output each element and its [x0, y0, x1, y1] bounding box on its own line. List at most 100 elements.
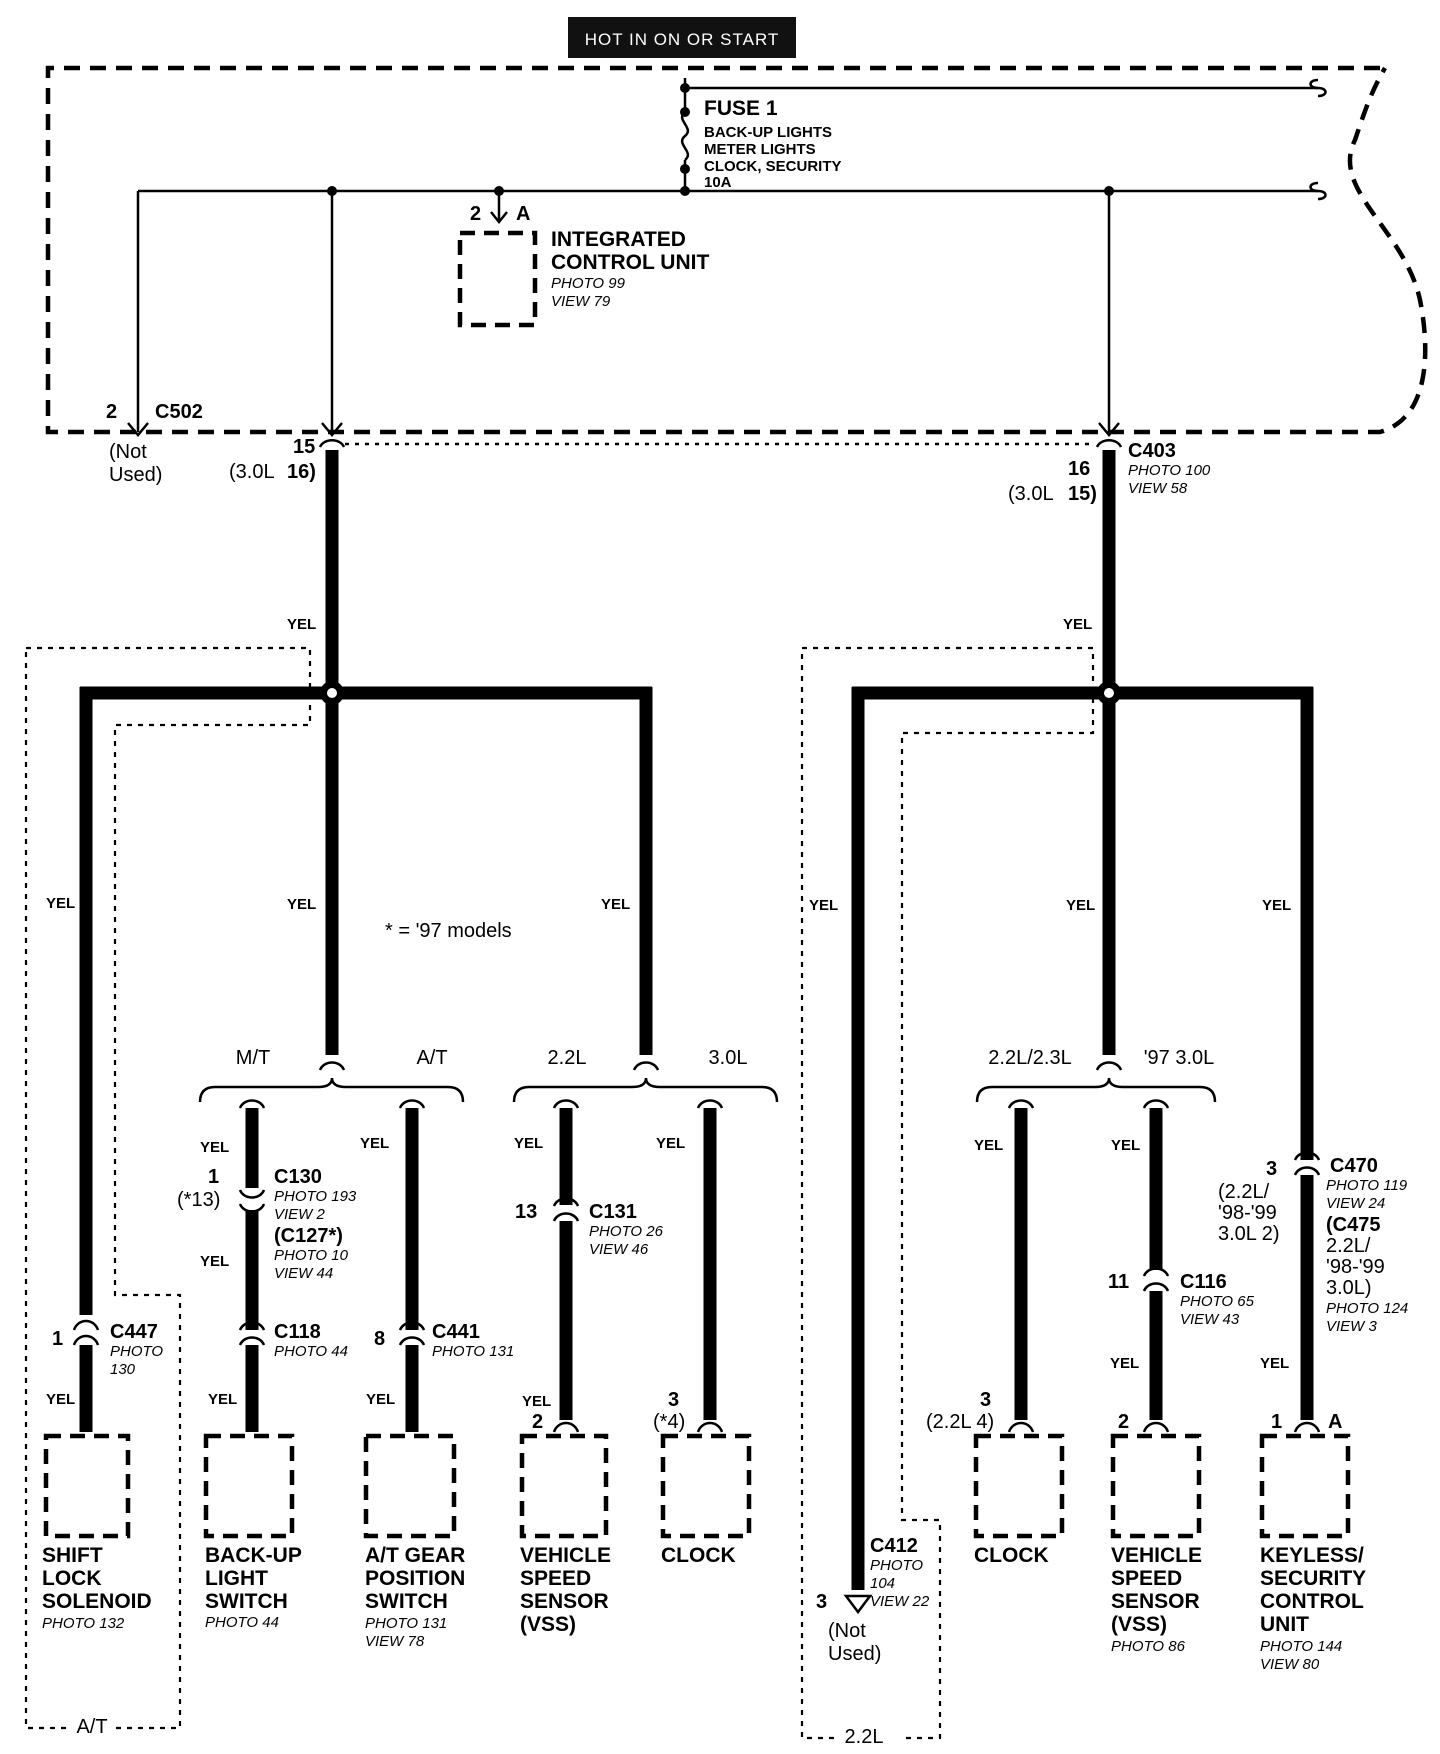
wire-color-label: YEL	[1260, 1355, 1289, 1372]
header-banner: HOT IN ON OR START	[568, 17, 796, 58]
fuse-rating: 10A	[704, 174, 732, 191]
keyless-pin: 1	[1271, 1411, 1282, 1433]
wire-color-label: YEL	[46, 1391, 75, 1408]
wire-color-label: YEL	[514, 1135, 543, 1152]
shift-lock-name-1: SHIFT	[42, 1544, 103, 1567]
c403-name: C403	[1128, 440, 1176, 462]
option-region-at-label: A/T	[76, 1716, 107, 1738]
clock2-pin: 3	[980, 1389, 991, 1411]
vss1-pin: 2	[532, 1411, 543, 1433]
c502-pin: 2	[106, 401, 117, 423]
icu-view: VIEW 79	[551, 293, 611, 310]
clock1-pin: 3	[668, 1389, 679, 1411]
fuse-box-outline	[45, 65, 1428, 435]
vss2-pin: 2	[1118, 1411, 1129, 1433]
wire-color-label: YEL	[1066, 897, 1095, 914]
c470-view: VIEW 24	[1326, 1195, 1385, 1212]
c412-pin: 3	[816, 1591, 827, 1613]
c118-photo: PHOTO 44	[274, 1343, 348, 1360]
backup-switch-photo: PHOTO 44	[205, 1614, 279, 1631]
clock2-alt-pin: (2.2L 4)	[926, 1411, 994, 1433]
vss-97-branch: YEL 11 C116 PHOTO 65 VIEW 43 YEL 2 VEHIC…	[1108, 1099, 1255, 1655]
wire-color-label: YEL	[656, 1135, 685, 1152]
c475-photo: PHOTO 124	[1326, 1300, 1408, 1317]
c118-name: C118	[274, 1321, 321, 1343]
c470-pin: 3	[1266, 1158, 1277, 1180]
at-gear-view: VIEW 78	[365, 1633, 425, 1650]
icu-pin: 2	[470, 203, 481, 225]
c116-view: VIEW 43	[1180, 1311, 1240, 1328]
wire-color-label: YEL	[1111, 1137, 1140, 1154]
c447-name: C447	[110, 1321, 158, 1343]
c412-note-2: Used)	[828, 1643, 881, 1665]
c127-photo: PHOTO 10	[274, 1247, 349, 1264]
left-trunk: 15 (3.0L 16) YEL	[229, 186, 1095, 688]
c131-view: VIEW 46	[589, 1241, 649, 1258]
right-splice	[851, 681, 1314, 1590]
connector-c403: 16 (3.0L 15) C403 PHOTO 100 VIEW 58 YEL	[1008, 186, 1211, 688]
shift-lock-name-2: LOCK	[42, 1567, 102, 1590]
keyless-photo: PHOTO 144	[1260, 1638, 1342, 1655]
wire-color-label: YEL	[360, 1135, 389, 1152]
vss2-photo: PHOTO 86	[1111, 1638, 1186, 1655]
fuse-name: FUSE 1	[704, 97, 778, 120]
c502-note-2: Used)	[109, 464, 162, 486]
c116-photo: PHOTO 65	[1180, 1293, 1255, 1310]
c130-pin: 1	[208, 1166, 219, 1188]
at-gear-name-3: SWITCH	[365, 1590, 448, 1613]
connector-c502: 2 C502 (Not Used)	[106, 191, 203, 486]
backup-switch-name-3: SWITCH	[205, 1590, 288, 1613]
fuse-circuit-1: BACK-UP LIGHTS	[704, 124, 832, 141]
keyless-name-3: CONTROL	[1260, 1590, 1364, 1613]
c130-view: VIEW 2	[274, 1206, 326, 1223]
wire-color-label: YEL	[366, 1391, 395, 1408]
at-gear-name-2: POSITION	[365, 1567, 465, 1590]
keyless-pin-letter: A	[1328, 1411, 1342, 1433]
wire-color-label: YEL	[46, 895, 75, 912]
backup-light-branch: YEL 1 (*13) C130 PHOTO 193 VIEW 2 (C127*…	[177, 1099, 357, 1631]
option-region-2-2l: 2.2L	[800, 646, 1095, 1748]
fuse-label: FUSE 1 BACK-UP LIGHTS METER LIGHTS CLOCK…	[704, 97, 842, 191]
option-region-2-2l-label: 2.2L	[845, 1726, 884, 1748]
header-title: HOT IN ON OR START	[585, 30, 780, 49]
c127-name: (C127*)	[274, 1225, 343, 1247]
c447-photo-2: 130	[110, 1361, 136, 1378]
c470-name: C470	[1330, 1155, 1378, 1177]
left-splice	[79, 681, 653, 1315]
wire-color-label: YEL	[522, 1393, 551, 1410]
keyless-name-1: KEYLESS/	[1260, 1544, 1364, 1567]
keyless-name-2: SECURITY	[1260, 1567, 1366, 1590]
c470-alt-pin-1: (2.2L/	[1218, 1181, 1270, 1203]
shift-lock-name-3: SOLENOID	[42, 1590, 152, 1613]
icu-photo: PHOTO 99	[551, 275, 626, 292]
fuse-circuit-3: CLOCK, SECURITY	[704, 158, 842, 175]
c116-name: C116	[1180, 1271, 1227, 1293]
integrated-control-unit: 2 A INTEGRATED CONTROL UNIT PHOTO 99 VIE…	[457, 186, 709, 328]
c130-name: C130	[274, 1166, 322, 1188]
c403-alt-prefix: (3.0L	[1008, 483, 1054, 505]
shift-lock-branch: YEL 1 C447 PHOTO 130 YEL SHIFT LOCK SOLE…	[42, 895, 163, 1632]
wire-color-label: YEL	[1063, 616, 1092, 633]
c441-pin: 8	[374, 1328, 385, 1350]
clock1-name: CLOCK	[661, 1544, 736, 1567]
c130-alt-pin: (*13)	[177, 1189, 220, 1211]
backup-switch-name-1: BACK-UP	[205, 1544, 302, 1567]
wire-color-label: YEL	[1262, 897, 1291, 914]
c502-note-1: (Not	[109, 441, 147, 463]
c470-alt-pin-3: 3.0L 2)	[1218, 1223, 1280, 1245]
c502-name: C502	[155, 401, 203, 423]
c116-pin: 11	[1108, 1271, 1129, 1293]
option-region-at: A/T	[24, 646, 312, 1738]
c131-pin: 13	[515, 1201, 537, 1223]
c403-alt-pin: 15)	[1068, 483, 1097, 505]
branch-label-2-2l-2-3l: 2.2L/2.3L	[988, 1047, 1071, 1069]
wire-color-label: YEL	[1110, 1355, 1139, 1372]
c403-photo: PHOTO 100	[1128, 462, 1211, 479]
vss1-name-2: SPEED	[520, 1567, 591, 1590]
c475-line-4: 3.0L)	[1326, 1277, 1372, 1299]
vss2-name-2: SPEED	[1111, 1567, 1182, 1590]
left-trunk-alt-pin: 16)	[287, 461, 316, 483]
c475-name: (C475	[1326, 1214, 1380, 1236]
vss2-name-3: SENSOR	[1111, 1590, 1200, 1613]
